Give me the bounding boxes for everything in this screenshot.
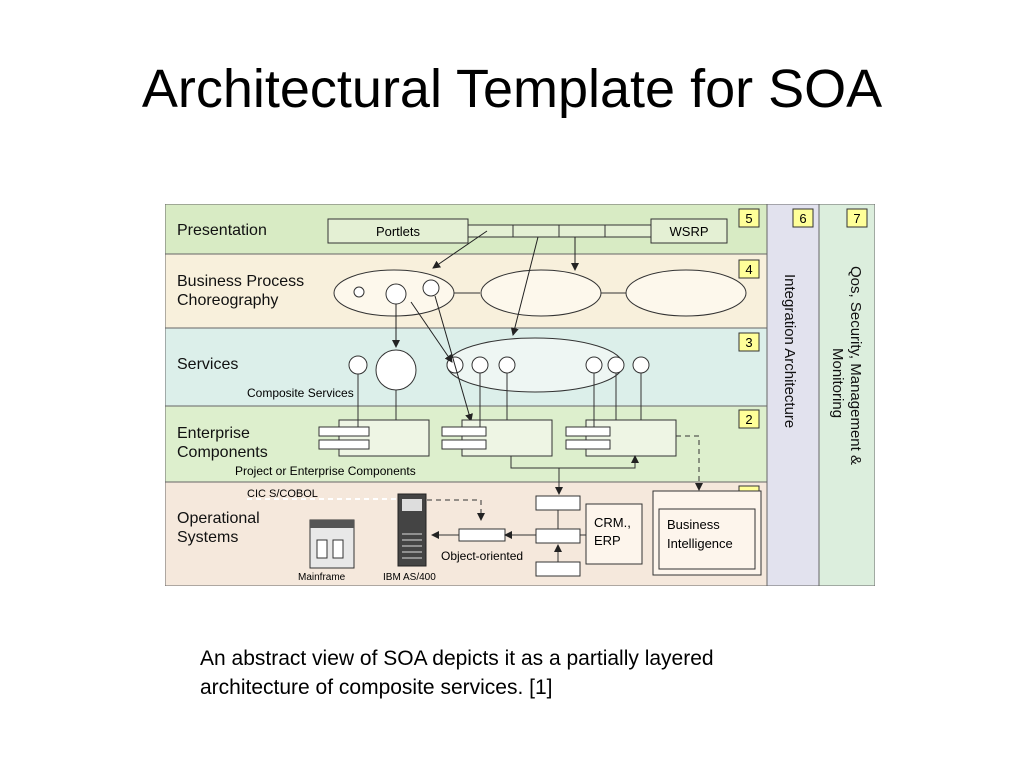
bi-label-2: Intelligence	[667, 536, 733, 551]
project-components-label: Project or Enterprise Components	[235, 464, 416, 478]
mainframe-label: Mainframe	[298, 572, 346, 583]
caption-line-1: An abstract view of SOA depicts it as a …	[200, 647, 714, 670]
wsrp-box	[650, 218, 728, 244]
svg-text:5: 5	[745, 211, 752, 226]
business-intelligence-box	[658, 508, 756, 570]
crm-label-1: CRM.,	[594, 515, 631, 530]
services-label: Services	[177, 356, 238, 373]
slide-title: Architectural Template for SOA	[141, 59, 883, 119]
portlets-box	[327, 218, 469, 244]
svg-text:7: 7	[853, 211, 860, 226]
object-oriented-box	[458, 528, 506, 542]
svg-text:6: 6	[799, 211, 806, 226]
caption-line-2: architecture of composite services. [1]	[200, 676, 553, 699]
cics-label: CIC S/COBOL	[247, 488, 318, 500]
qos-column	[818, 204, 875, 586]
object-oriented-label: Object-oriented	[441, 549, 523, 563]
soa-architecture-diagram: Presentation Business Process Choreograp…	[165, 204, 875, 586]
enterprise-label-2: Components	[177, 444, 268, 461]
badge-5: 5	[738, 208, 760, 228]
mainframe-icon	[309, 519, 355, 569]
badge-2: 2	[738, 409, 760, 429]
qos-label-2: Monitoring	[829, 348, 846, 418]
component-group-3	[565, 419, 677, 457]
badge-6: 6	[792, 208, 814, 228]
crm-label-2: ERP	[594, 533, 621, 548]
operational-label-1: Operational	[177, 510, 260, 527]
wsrp-label: WSRP	[670, 224, 709, 239]
enterprise-label-1: Enterprise	[177, 425, 250, 442]
ibm-server-icon	[397, 493, 427, 567]
integration-architecture-label: Integration Architecture	[781, 274, 798, 428]
svg-text:3: 3	[745, 335, 752, 350]
qos-label-1: Qos, Security, Management &	[847, 266, 864, 465]
operational-label-2: Systems	[177, 529, 238, 546]
portlets-label: Portlets	[376, 224, 421, 239]
bi-label-1: Business	[667, 517, 720, 532]
ibm-label: IBM AS/400	[383, 572, 436, 583]
business-label-2: Choreography	[177, 292, 278, 309]
business-label-1: Business Process	[177, 273, 304, 290]
process-ellipse-3	[625, 269, 747, 317]
slide-caption: An abstract view of SOA depicts it as a …	[200, 644, 860, 702]
crm-erp-box	[585, 503, 643, 565]
badge-3: 3	[738, 332, 760, 352]
badge-7: 7	[846, 208, 868, 228]
process-ellipse-2	[480, 269, 602, 317]
badge-4: 4	[738, 259, 760, 279]
svg-text:4: 4	[745, 262, 752, 277]
presentation-label: Presentation	[177, 222, 267, 239]
svg-text:2: 2	[745, 412, 752, 427]
component-group-1	[318, 419, 430, 457]
composite-services-label: Composite Services	[247, 386, 354, 400]
